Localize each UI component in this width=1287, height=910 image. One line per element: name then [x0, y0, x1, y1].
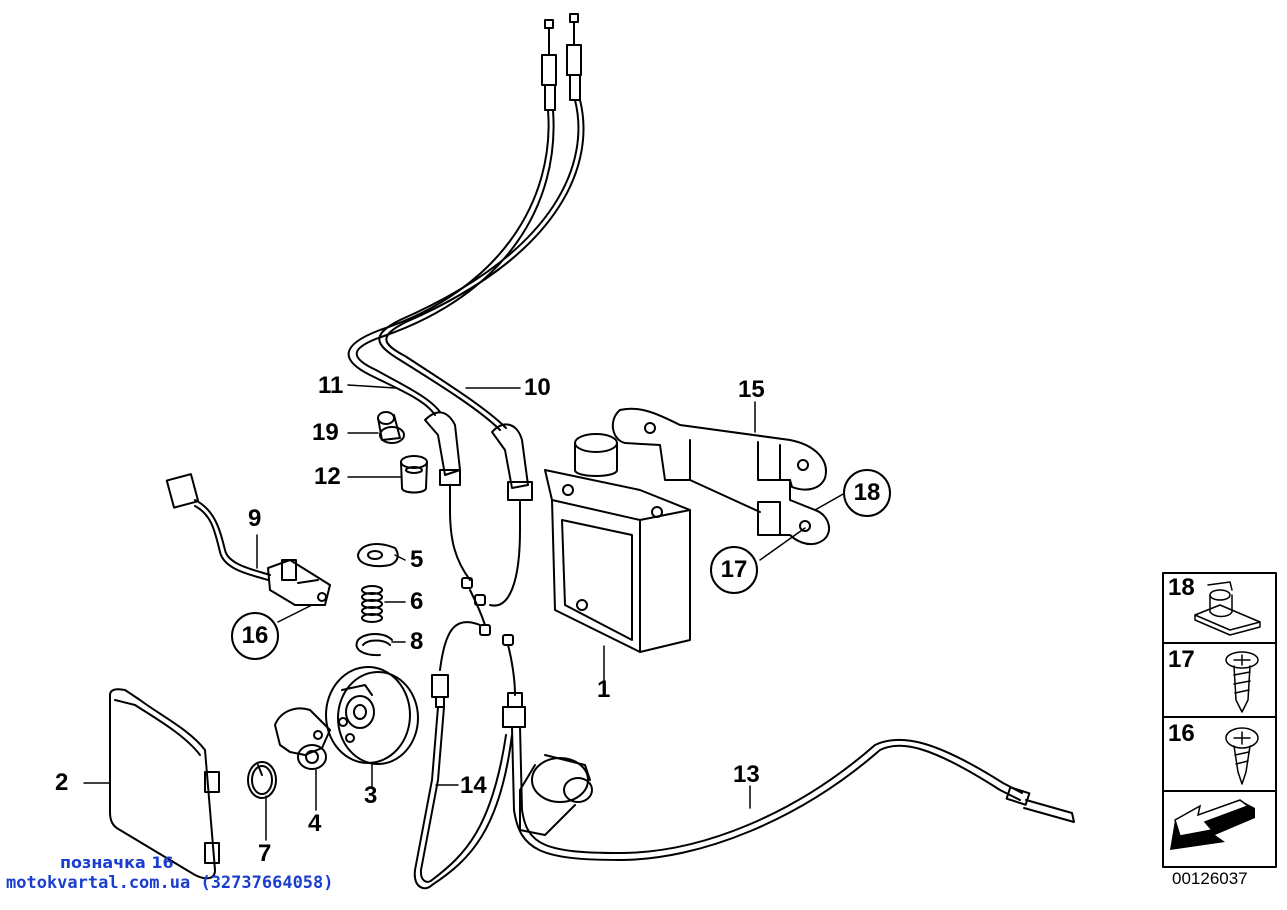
part-label-5: 5	[410, 546, 424, 573]
part-15-bracket	[611, 407, 830, 546]
legend-arrow-icon	[1170, 799, 1255, 850]
diagram-id: 00126037	[1172, 869, 1248, 888]
part-4-lever	[274, 707, 331, 770]
part-9-sensor	[165, 473, 331, 606]
part-label-9: 9	[248, 505, 262, 532]
part-label-19: 19	[312, 419, 339, 446]
part-label-15: 15	[738, 376, 765, 403]
part-label-2: 2	[55, 769, 69, 796]
part-19-cap	[377, 411, 405, 444]
part-label-1: 1	[597, 676, 611, 703]
part-6-spring	[361, 585, 383, 623]
part-12-bushing	[400, 455, 428, 494]
part-label-16: 16	[231, 612, 279, 660]
cable-ends	[439, 589, 516, 696]
part-label-8: 8	[410, 628, 424, 655]
part-3-pulley	[325, 666, 419, 765]
part-2-cover	[109, 688, 220, 880]
top-cable-connectors	[541, 13, 582, 111]
leader-lines	[83, 384, 846, 841]
part-label-4: 4	[308, 810, 322, 837]
elbow-fitting-11	[424, 411, 473, 589]
cable-13	[511, 726, 1075, 861]
legend-screw-17-icon	[1225, 651, 1259, 713]
part-label-13: 13	[733, 761, 760, 788]
legend-clip-nut-icon	[1194, 581, 1261, 636]
part-label-6: 6	[410, 588, 424, 615]
part-label-10: 10	[524, 374, 551, 401]
part-label-7: 7	[258, 840, 272, 867]
part-label-17: 17	[710, 546, 758, 594]
legend-number-18: 18	[1168, 574, 1195, 601]
cable-10	[378, 99, 585, 431]
legend-number-16: 16	[1168, 720, 1195, 747]
cable-14	[413, 674, 526, 890]
part-7-spring-clip	[247, 761, 277, 799]
part-label-11: 11	[318, 372, 344, 399]
part-label-12: 12	[314, 463, 341, 490]
watermark-text: motokvartal.com.ua (32737664058)	[6, 873, 334, 893]
part-8-circlip	[355, 633, 393, 657]
legend-box	[1162, 572, 1277, 868]
part-1-housing	[544, 433, 691, 653]
part-label-18: 18	[843, 469, 891, 517]
part-label-14: 14	[460, 772, 487, 799]
legend-number-17: 17	[1168, 646, 1195, 673]
legend-screw-16-icon	[1225, 727, 1259, 785]
elbow-fitting-10	[474, 423, 533, 607]
overlay-note: позначка 16	[60, 853, 174, 872]
part-label-3: 3	[364, 782, 378, 809]
part-5-plate	[357, 543, 399, 568]
cable-11	[347, 109, 555, 416]
